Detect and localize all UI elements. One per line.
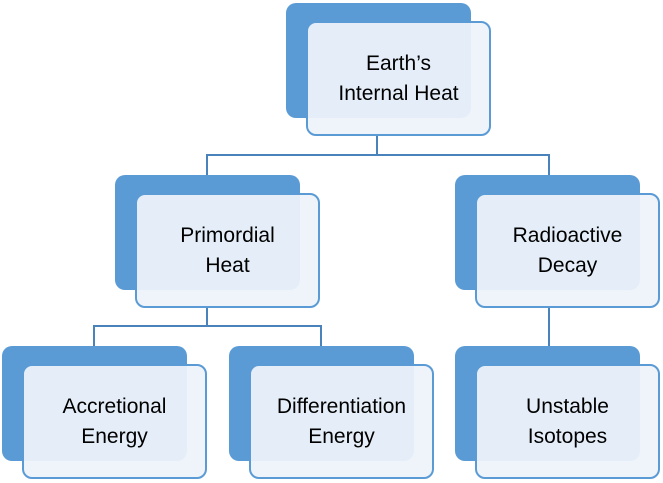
node-earths-internal-heat: Earth’s Internal Heat	[286, 3, 491, 136]
node-card: Radioactive Decay	[475, 193, 660, 308]
node-card: Unstable Isotopes	[475, 364, 660, 479]
connector-level2-bar	[206, 154, 550, 156]
node-label-line1: Radioactive	[512, 223, 623, 247]
node-card: Earth’s Internal Heat	[306, 21, 491, 136]
node-label: Radioactive Decay	[507, 221, 629, 281]
node-label-line1: Accretional	[62, 394, 167, 418]
node-label: Accretional Energy	[57, 392, 173, 452]
connector-root-down	[376, 136, 378, 156]
connector-to-accretional	[93, 325, 95, 365]
connector-to-radioactive	[548, 154, 550, 194]
node-differentiation-energy: Differentiation Energy	[229, 346, 434, 479]
node-card: Accretional Energy	[22, 364, 207, 479]
connector-to-primordial	[206, 154, 208, 194]
node-accretional-energy: Accretional Energy	[2, 346, 207, 479]
node-label-line2: Isotopes	[527, 424, 608, 448]
node-label: Primordial Heat	[174, 221, 281, 281]
connector-primordial-down	[206, 308, 208, 327]
node-label-line2: Internal Heat	[338, 81, 459, 105]
node-label-line1: Differentiation	[276, 394, 407, 418]
node-label-line1: Earth’s	[366, 51, 431, 75]
node-card: Primordial Heat	[135, 193, 320, 308]
node-label-line1: Primordial	[180, 223, 275, 247]
node-label-line1: Unstable	[526, 394, 609, 418]
connector-level3-bar	[93, 325, 322, 327]
connector-radioactive-to-unstable	[548, 308, 550, 365]
node-label: Unstable Isotopes	[520, 392, 615, 452]
node-label-line2: Energy	[308, 424, 375, 448]
node-label-line2: Decay	[537, 253, 598, 277]
node-radioactive-decay: Radioactive Decay	[455, 175, 660, 308]
node-label-line2: Heat	[205, 253, 250, 277]
node-card: Differentiation Energy	[249, 364, 434, 479]
node-label-line2: Energy	[81, 424, 148, 448]
node-label: Differentiation Energy	[271, 392, 412, 452]
node-label: Earth’s Internal Heat	[332, 49, 464, 109]
node-primordial-heat: Primordial Heat	[115, 175, 320, 308]
connector-to-differentiation	[320, 325, 322, 365]
node-unstable-isotopes: Unstable Isotopes	[455, 346, 660, 479]
